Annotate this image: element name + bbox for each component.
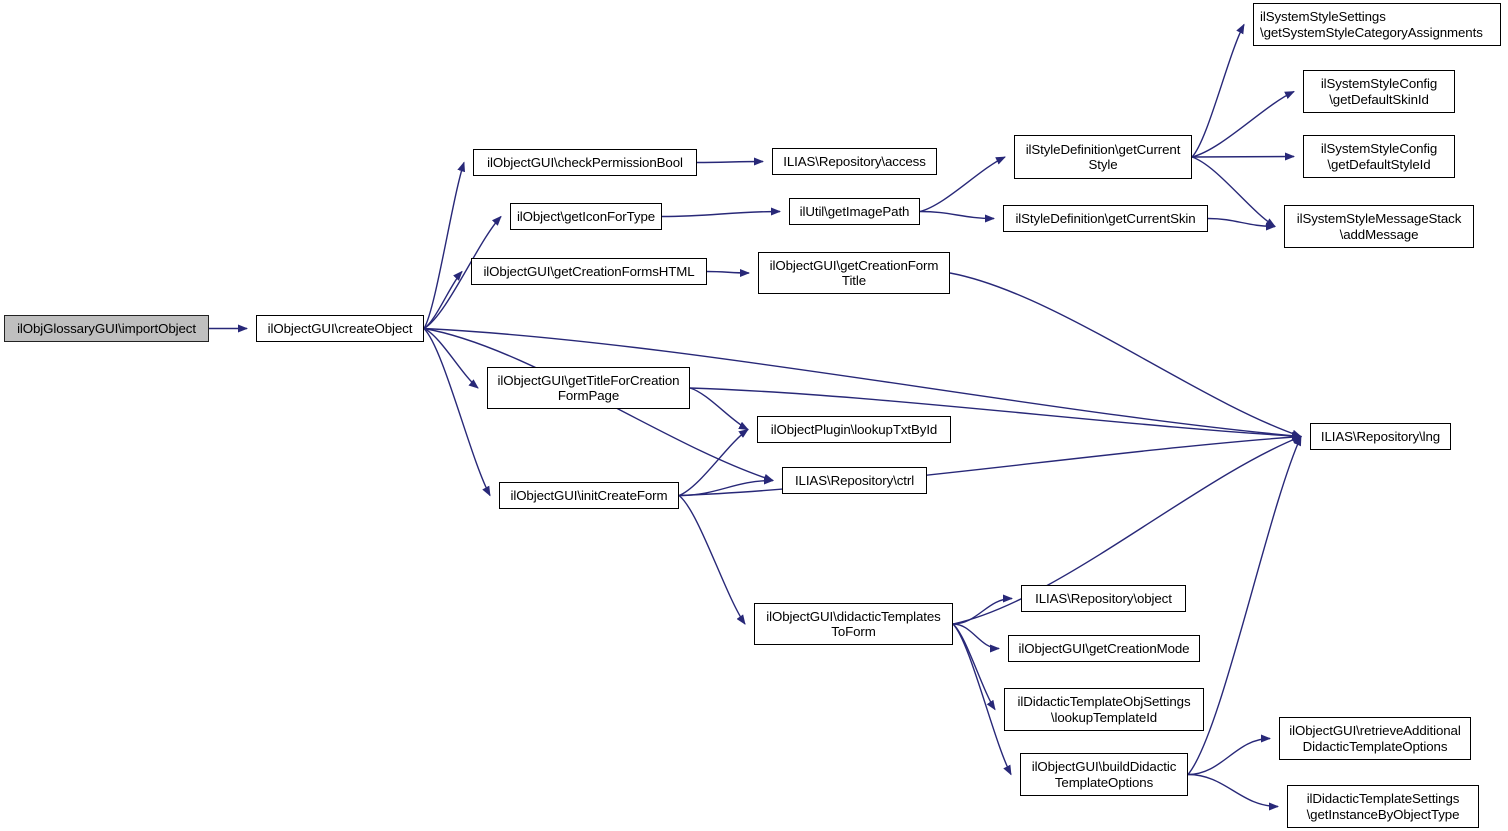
graph-node-getCreationFormsHTML[interactable]: ilObjectGUI\getCreationFormsHTML	[471, 258, 707, 285]
graph-edge-initCreateForm-to-lookupTxtById	[678, 428, 749, 497]
graph-edge-didacticTemplatesToForm-to-object	[952, 594, 1013, 625]
graph-node-didacticTemplatesToForm[interactable]: ilObjectGUI\didacticTemplates ToForm	[754, 603, 953, 645]
graph-edge-getIconForType-to-getImagePath	[661, 207, 781, 218]
graph-edge-createObject-to-lng	[423, 327, 1302, 440]
graph-edge-getImagePath-to-getCurrentSkin	[919, 210, 995, 223]
graph-edge-getCurrentStyle-to-getSystemStyleCategoryAssignments	[1191, 23, 1245, 158]
graph-node-addMessage[interactable]: ilSystemStyleMessageStack \addMessage	[1284, 205, 1474, 248]
graph-edge-getCurrentStyle-to-getDefaultSkinId	[1191, 90, 1295, 158]
graph-node-importObject[interactable]: ilObjGlossaryGUI\importObject	[4, 315, 209, 342]
graph-node-ctrl[interactable]: ILIAS\Repository\ctrl	[782, 467, 927, 494]
graph-edge-getImagePath-to-getCurrentStyle	[919, 156, 1006, 213]
graph-node-createObject[interactable]: ilObjectGUI\createObject	[256, 315, 424, 342]
graph-edge-createObject-to-getCreationFormsHTML	[423, 270, 463, 330]
graph-node-getInstanceByObjectType[interactable]: ilDidacticTemplateSettings \getInstanceB…	[1287, 785, 1479, 828]
graph-node-lookupTxtById[interactable]: ilObjectPlugin\lookupTxtById	[757, 416, 951, 443]
graph-edge-getCurrentStyle-to-addMessage	[1191, 156, 1276, 228]
graph-edge-buildDidacticTemplateOptions-to-getInstanceByObjectType	[1187, 773, 1279, 811]
graph-edge-getTitleForCreationFormPage-to-lng	[689, 387, 1302, 440]
graph-node-getDefaultStyleId[interactable]: ilSystemStyleConfig \getDefaultStyleId	[1303, 135, 1455, 178]
graph-node-retrieveAdditionalDidacticTemplateOptions[interactable]: ilObjectGUI\retrieveAdditional DidacticT…	[1279, 717, 1471, 760]
graph-edge-createObject-to-checkPermissionBool	[423, 161, 465, 329]
graph-edge-initCreateForm-to-didacticTemplatesToForm	[678, 494, 746, 625]
graph-node-getCurrentSkin[interactable]: ilStyleDefinition\getCurrentSkin	[1003, 205, 1208, 232]
graph-edge-getCurrentSkin-to-addMessage	[1207, 217, 1276, 231]
graph-edge-getCurrentStyle-to-getDefaultStyleId	[1191, 152, 1295, 161]
graph-node-getDefaultSkinId[interactable]: ilSystemStyleConfig \getDefaultSkinId	[1303, 70, 1455, 113]
graph-node-lng[interactable]: ILIAS\Repository\lng	[1310, 423, 1451, 450]
graph-node-initCreateForm[interactable]: ilObjectGUI\initCreateForm	[499, 482, 679, 509]
graph-edge-didacticTemplatesToForm-to-lng	[952, 435, 1302, 625]
graph-node-access[interactable]: ILIAS\Repository\access	[772, 148, 937, 175]
graph-edge-getCreationFormTitle-to-lng	[949, 272, 1302, 438]
graph-edge-createObject-to-initCreateForm	[423, 328, 491, 497]
graph-edge-initCreateForm-to-lng	[678, 433, 1302, 497]
graph-edge-createObject-to-getTitleForCreationFormPage	[423, 327, 479, 389]
graph-edge-getCreationFormsHTML-to-getCreationFormTitle	[706, 268, 750, 277]
graph-node-lookupTemplateId[interactable]: ilDidacticTemplateObjSettings \lookupTem…	[1004, 688, 1204, 731]
graph-edge-didacticTemplatesToForm-to-getCreationMode	[952, 623, 1000, 653]
graph-edge-getTitleForCreationFormPage-to-lookupTxtById	[689, 387, 749, 431]
graph-node-checkPermissionBool[interactable]: ilObjectGUI\checkPermissionBool	[473, 149, 697, 176]
graph-edge-buildDidacticTemplateOptions-to-retrieveAdditionalDidacticTemplateOptions	[1187, 734, 1271, 776]
graph-edge-didacticTemplatesToForm-to-buildDidacticTemplateOptions	[952, 623, 1012, 776]
graph-node-getCreationFormTitle[interactable]: ilObjectGUI\getCreationForm Title	[758, 252, 950, 294]
graph-edge-didacticTemplatesToForm-to-lookupTemplateId	[952, 623, 996, 711]
graph-node-getTitleForCreationFormPage[interactable]: ilObjectGUI\getTitleForCreation FormPage	[487, 367, 690, 409]
graph-node-getIconForType[interactable]: ilObject\getIconForType	[510, 203, 662, 230]
graph-node-getCreationMode[interactable]: ilObjectGUI\getCreationMode	[1008, 635, 1200, 662]
graph-node-getImagePath[interactable]: ilUtil\getImagePath	[789, 198, 920, 225]
graph-edge-checkPermissionBool-to-access	[696, 157, 764, 166]
graph-node-getSystemStyleCategoryAssignments[interactable]: ilSystemStyleSettings \getSystemStyleCat…	[1253, 3, 1501, 46]
graph-node-getCurrentStyle[interactable]: ilStyleDefinition\getCurrent Style	[1014, 135, 1192, 179]
graph-node-buildDidacticTemplateOptions[interactable]: ilObjectGUI\buildDidactic TemplateOption…	[1020, 753, 1188, 796]
graph-edge-buildDidacticTemplateOptions-to-lng	[1187, 435, 1302, 775]
graph-node-object[interactable]: ILIAS\Repository\object	[1021, 585, 1186, 612]
